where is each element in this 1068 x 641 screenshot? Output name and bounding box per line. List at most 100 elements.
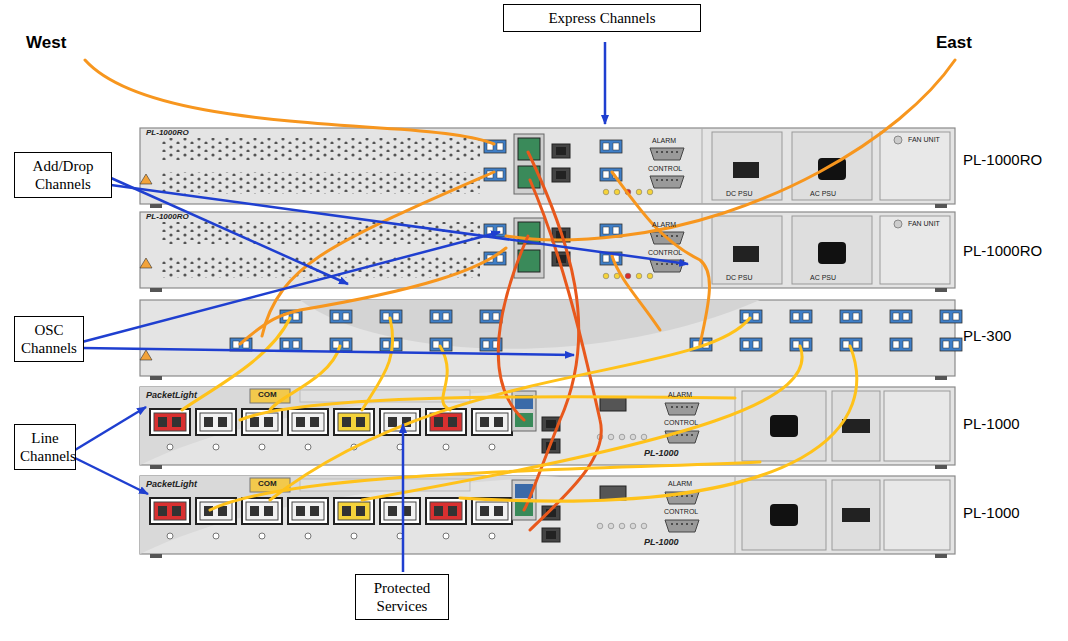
port-label: CONTROL [648, 249, 682, 257]
module-label: AC PSU [810, 190, 836, 198]
fiber-cable [506, 60, 955, 240]
rj45-port [552, 144, 570, 158]
panel-swoosh [140, 476, 560, 554]
panel-model: PL-1000RO [146, 129, 189, 138]
ac-psu [742, 480, 826, 550]
sfp-port [334, 498, 374, 524]
duplex-port [484, 252, 506, 265]
port-label: ALARM [668, 391, 692, 399]
ac-psu [792, 216, 872, 284]
sfp-port [334, 409, 374, 435]
duplex-port [330, 338, 352, 351]
fiber-cable [440, 346, 450, 410]
led [608, 523, 614, 529]
sfp-port [472, 409, 512, 435]
port-label: COM [258, 480, 277, 489]
led [625, 273, 631, 279]
module-label: AC PSU [810, 274, 836, 282]
fiber-cable [270, 346, 340, 410]
laser-warning [140, 174, 152, 184]
rj45-port [552, 168, 570, 182]
callout-text: Add/Drop Channels [20, 157, 106, 193]
led [641, 434, 647, 440]
sfp-port [242, 498, 282, 524]
duplex-port [940, 310, 962, 323]
fan-unit [884, 480, 950, 550]
leader-arrow [75, 458, 148, 494]
led [647, 189, 653, 195]
panel-model: PL-1000RO [146, 213, 189, 222]
leader-arrow [111, 178, 348, 284]
module-label: DC PSU [726, 190, 752, 198]
led [630, 434, 636, 440]
sfp-port [150, 409, 190, 435]
leader-arrow [111, 185, 688, 264]
led [608, 434, 614, 440]
sfp-port [288, 498, 328, 524]
sfp-port [288, 409, 328, 435]
duplex-port [740, 310, 762, 323]
device-name: PL-1000 [963, 416, 1020, 433]
sfp-port [196, 409, 236, 435]
callout-text: Express Channels [509, 9, 695, 27]
led [636, 189, 642, 195]
port-label: CONTROL [664, 508, 698, 516]
fiber-cable [460, 346, 857, 501]
usb-port [600, 397, 626, 411]
duplex-port [430, 310, 452, 323]
led [630, 523, 636, 529]
callout-box: Line Channels [14, 424, 76, 470]
led [636, 273, 642, 279]
fiber-cable [524, 152, 579, 510]
dc-psu [712, 132, 782, 200]
callout-box: Protected Services [355, 574, 449, 620]
sfp-port [150, 498, 190, 524]
brand-logo: PacketLight [146, 480, 197, 490]
duplex-port [840, 310, 862, 323]
duplex-port [280, 338, 302, 351]
fiber-cable [85, 60, 494, 144]
fiber-cable [362, 318, 393, 410]
led [647, 273, 653, 279]
fiber-cable [240, 248, 506, 344]
db9-connector [650, 176, 684, 188]
module-label: FAN UNIT [908, 136, 940, 144]
device-name: PL-1000RO [963, 152, 1042, 169]
db9-connector [650, 148, 684, 160]
brand-logo: PacketLight [146, 391, 197, 401]
sfp-port [426, 409, 466, 435]
com-port-box [250, 389, 290, 403]
callout-text: OSC Channels [20, 321, 78, 357]
device-name: PL-1000 [963, 505, 1020, 522]
duplex-port [600, 140, 622, 153]
fiber-cable [240, 397, 735, 420]
chassis-panel [140, 300, 955, 376]
callout-box: Express Channels [503, 4, 701, 32]
sfp-port [472, 498, 512, 524]
panel-model: PL-1000 [644, 538, 679, 548]
port-label: CONTROL [664, 419, 698, 427]
leader-arrow [402, 424, 405, 572]
rj45-port [542, 528, 560, 542]
led [597, 523, 603, 529]
sfp-cage [514, 134, 544, 194]
leader-arrow [82, 232, 500, 342]
duplex-port [330, 310, 352, 323]
callout-text: Protected Services [361, 579, 443, 615]
vent-holes [160, 138, 480, 160]
fiber-cable [612, 256, 660, 330]
duplex-port [480, 310, 502, 323]
port-label: ALARM [652, 137, 676, 145]
duplex-port [890, 310, 912, 323]
sfp-cage [514, 218, 544, 278]
duplex-port [940, 338, 962, 351]
duplex-port [890, 338, 912, 351]
callout-box: Add/Drop Channels [14, 152, 112, 198]
module-label: FAN UNIT [908, 220, 940, 228]
leader-arrow [82, 348, 574, 355]
db9-connector [665, 403, 699, 415]
device-name: PL-300 [963, 328, 1011, 345]
led [641, 523, 647, 529]
dc-psu [832, 480, 880, 550]
